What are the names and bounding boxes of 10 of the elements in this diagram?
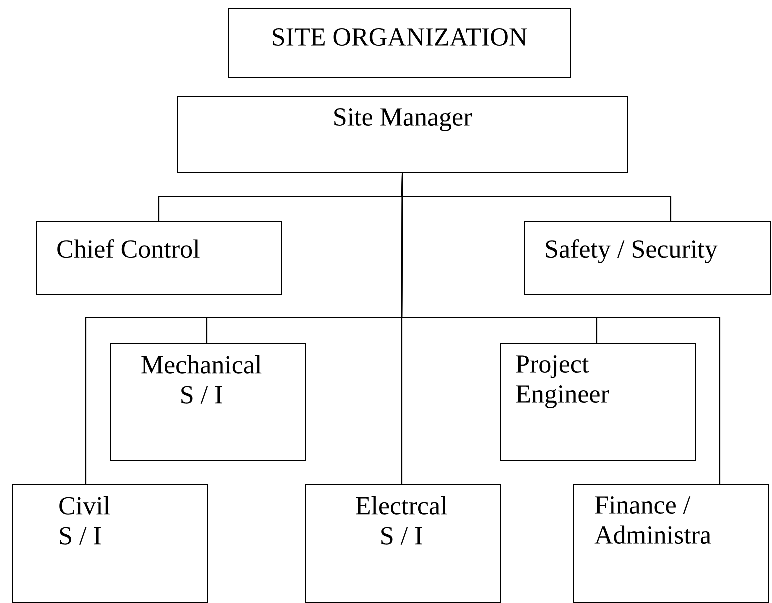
org-box: Safety / Security bbox=[524, 221, 772, 296]
org-box: SITE ORGANIZATION bbox=[228, 8, 572, 78]
org-box: Electrcal S / I bbox=[305, 484, 502, 603]
org-box: Site Manager bbox=[177, 96, 628, 174]
connector-line bbox=[401, 173, 721, 484]
org-box: Mechanical S / I bbox=[110, 343, 306, 462]
org-box: Chief Control bbox=[36, 221, 282, 296]
org-box: Finance / Administra bbox=[573, 484, 770, 603]
org-box: Project Engineer bbox=[500, 343, 696, 462]
org-box: Civil S / I bbox=[12, 484, 208, 603]
